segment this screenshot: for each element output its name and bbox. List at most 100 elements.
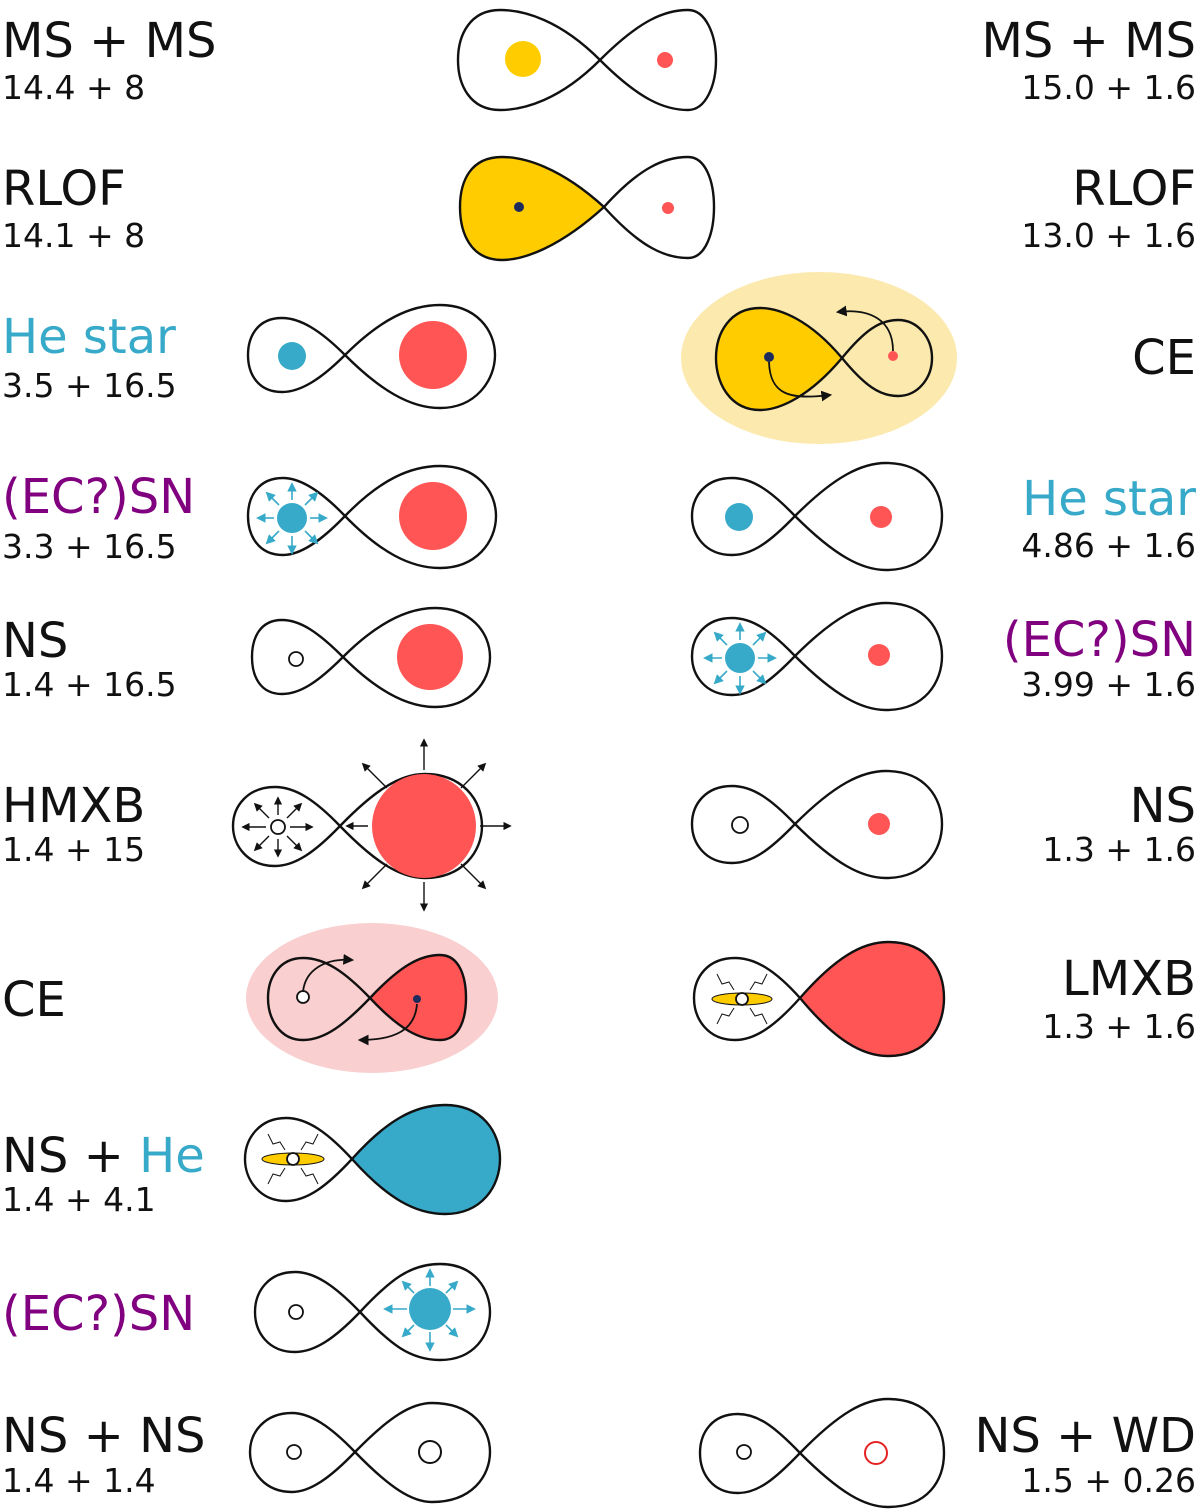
left-stage-label: He star [2, 309, 176, 365]
inspiral-arrow [835, 305, 894, 352]
secondary-star [888, 351, 898, 361]
x-ray-emission-icon [267, 1133, 319, 1185]
neutron-star [735, 992, 749, 1006]
binary-ns-left [250, 606, 492, 709]
stellar-wind-arrows [345, 738, 512, 912]
right-mass-label: 1.3 + 1.6 [1042, 830, 1196, 869]
secondary-roche-lobe [602, 155, 716, 260]
right-stage-label: LMXB [1062, 951, 1196, 1007]
neutron-star [286, 1152, 300, 1166]
neutron-star [270, 819, 286, 835]
right-stage-label: NS + WD [974, 1408, 1196, 1464]
primary-star [505, 41, 541, 77]
supernova-ejecta-arrows [256, 482, 328, 555]
neutron-star [288, 651, 304, 667]
companion-star [868, 644, 890, 666]
binary-lmxb-right [692, 940, 946, 1058]
right-mass-label: 3.99 + 1.6 [1021, 665, 1196, 704]
left-track-labels: MS + MS 14.4 + 8 RLOF 14.1 + 8 He star 3… [2, 13, 217, 1500]
binary-ns-he-left [243, 1103, 502, 1216]
binary-second-supernova-left [253, 1262, 492, 1362]
white-dwarf [864, 1441, 888, 1465]
left-stage-label-part: NS + [2, 1128, 139, 1184]
roche-lobe-outline [698, 1397, 946, 1509]
companion-star [399, 321, 467, 389]
binary-rlof-left [458, 155, 716, 262]
right-stage-label: NS [1130, 778, 1196, 834]
neutron-star [731, 816, 749, 834]
binary-common-envelope-left [246, 923, 498, 1073]
roche-lobe-outline [246, 303, 497, 410]
left-mass-label: 3.5 + 16.5 [2, 366, 177, 405]
right-mass-label: 1.5 + 0.26 [1021, 1461, 1196, 1500]
companion-roche-lobe [840, 318, 934, 398]
roche-lobe-outline [253, 1262, 492, 1362]
helium-star [725, 503, 753, 531]
binary-supernova-left [246, 464, 498, 570]
binary-ns-ns-left [248, 1401, 492, 1504]
roche-lobe-outline [690, 769, 944, 880]
neutron-star [288, 1304, 304, 1320]
left-stage-label: CE [2, 972, 66, 1028]
right-stage-label: (EC?)SN [1003, 612, 1196, 668]
left-mass-label: 1.4 + 4.1 [2, 1180, 156, 1219]
neutron-star [286, 1444, 302, 1460]
left-mass-label: 1.4 + 15 [2, 830, 145, 869]
left-stage-label: HMXB [2, 778, 145, 834]
x-ray-emission-icon [716, 973, 768, 1025]
neutron-star [296, 990, 310, 1004]
right-stage-label: CE [1132, 330, 1196, 386]
right-track-labels: MS + MS 15.0 + 1.6 RLOF 13.0 + 1.6 CE He… [974, 13, 1196, 1500]
exploding-helium-star [725, 643, 755, 673]
secondary-star [657, 52, 673, 68]
neutron-star [736, 1444, 752, 1460]
left-mass-label: 1.4 + 16.5 [2, 665, 177, 704]
exploding-helium-star [277, 503, 307, 533]
left-stage-label: NS [2, 613, 68, 669]
left-mass-label: 1.4 + 1.4 [2, 1461, 156, 1500]
supernova-ejecta-arrows [383, 1268, 476, 1352]
left-mass-label: 3.3 + 16.5 [2, 527, 177, 566]
primary-roche-lobe-filled [458, 155, 606, 262]
right-mass-label: 13.0 + 1.6 [1021, 216, 1196, 255]
binary-supernova-right [690, 601, 944, 712]
roche-lobe-outline [231, 772, 484, 880]
left-stage-label: RLOF [2, 161, 126, 217]
helium-star [278, 342, 306, 370]
inspiral-arrow [357, 1003, 418, 1046]
roche-lobe-outline [690, 601, 944, 712]
stellar-core [413, 995, 421, 1003]
roche-lobe-outline [246, 464, 498, 570]
secondary-star [662, 202, 674, 214]
roche-lobe-outline [250, 606, 492, 709]
left-stage-label: MS + MS [2, 13, 217, 69]
companion-star [397, 624, 463, 690]
supernova-ejecta-arrows [703, 622, 777, 695]
mass-losing-companion [372, 774, 476, 878]
helium-donor-roche-lobe [350, 1103, 502, 1216]
inspiral-arrow [302, 953, 355, 993]
right-stage-label: MS + MS [982, 13, 1197, 69]
exploding-helium-star [409, 1288, 451, 1330]
right-mass-label: 1.3 + 1.6 [1042, 1007, 1196, 1046]
donor-roche-lobe-filled [798, 940, 946, 1058]
right-mass-label: 4.86 + 1.6 [1021, 526, 1196, 565]
donor-roche-lobe-filled [714, 306, 844, 412]
binary-ms-ms-left [456, 8, 718, 112]
roche-lobe-outline [248, 1401, 492, 1504]
left-stage-label: NS + He [2, 1128, 205, 1184]
roche-lobe-outline [456, 8, 718, 112]
left-stage-label: (EC?)SN [2, 469, 195, 525]
left-stage-label: NS + NS [2, 1408, 205, 1464]
left-mass-label: 14.4 + 8 [2, 68, 145, 107]
right-stage-label: He star [1022, 471, 1196, 527]
left-mass-label: 14.1 + 8 [2, 216, 145, 255]
right-stage-label: RLOF [1072, 161, 1196, 217]
binary-ns-wd-right [698, 1397, 946, 1509]
binary-he-star-right [690, 461, 944, 572]
companion-star [399, 482, 467, 550]
left-stage-label-part: He [139, 1128, 205, 1184]
binary-hmxb-left [231, 738, 512, 912]
companion-star [868, 813, 890, 835]
